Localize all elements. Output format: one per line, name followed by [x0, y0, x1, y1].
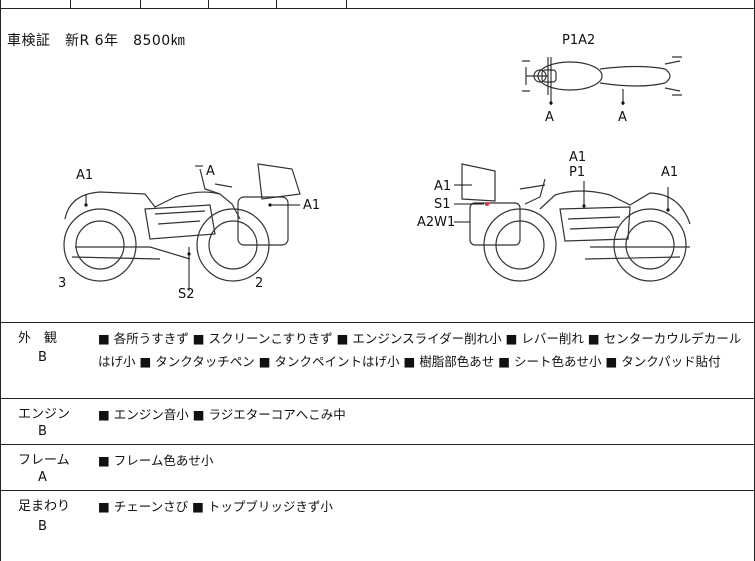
motorcycle-diagrams: P1A2 A A A1 A A1 3 S2 2 A1 P1 A1 A1 S1 A… — [58, 33, 691, 302]
mark-left-5: S2 — [178, 287, 195, 302]
mark-left-4: 3 — [58, 276, 66, 291]
row-heading: 外 観 — [18, 331, 58, 346]
damage-diagram: 車検証 新R 6年 8500㎞ — [0, 9, 755, 323]
row-suspension: 足まわり B ■ チェーンさび ■ トップブリッジきず小 — [0, 491, 755, 561]
mark-top-2: A — [545, 110, 554, 125]
row-notes: ■ チェーンさび ■ トップブリッジきず小 — [98, 499, 333, 514]
row-grade: A — [38, 470, 47, 485]
row-exterior: 外 観 B ■ 各所うすきず ■ スクリーンこすりきず ■ エンジンスライダー削… — [0, 323, 755, 399]
leader-lines — [85, 57, 669, 291]
mark-left-1: A1 — [76, 168, 93, 183]
row-heading: フレーム — [18, 453, 70, 468]
mark-right-6: A2W1 — [417, 215, 455, 230]
mark-top-1: P1A2 — [562, 33, 595, 48]
left-view-motorcycle — [63, 163, 301, 282]
strip-cell — [208, 0, 277, 8]
inspection-info: 車検証 新R 6年 8500㎞ — [7, 33, 186, 49]
row-engine: エンジン B ■ エンジン音小 ■ ラジエターコアへこみ中 — [0, 399, 755, 445]
mark-left-6: 2 — [255, 276, 263, 291]
mark-right-4: A1 — [434, 179, 451, 194]
row-notes: ■ 各所うすきず ■ スクリーンこすりきず ■ エンジンスライダー削れ小 ■ レ… — [98, 331, 742, 369]
row-frame: フレーム A ■ フレーム色あせ小 — [0, 445, 755, 491]
strip-cell — [276, 0, 347, 8]
mark-left-2: A — [206, 164, 215, 179]
mark-right-2: P1 — [569, 165, 585, 180]
strip-cell — [0, 0, 71, 8]
row-grade: B — [38, 519, 47, 534]
row-heading: エンジン — [18, 407, 71, 422]
right-view-motorcycle — [461, 163, 691, 282]
row-heading: 足まわり — [18, 499, 71, 514]
top-view-motorcycle — [522, 56, 682, 96]
top-table-strip — [0, 0, 755, 9]
damage-dots — [84, 101, 670, 256]
row-notes: ■ エンジン音小 ■ ラジエターコアへこみ中 — [98, 407, 346, 422]
mark-right-3: A1 — [661, 165, 678, 180]
strip-cell — [70, 0, 141, 8]
row-grade: B — [38, 424, 47, 439]
mark-top-3: A — [618, 110, 627, 125]
scratch-marker — [485, 202, 489, 206]
mark-left-3: A1 — [303, 198, 320, 213]
row-notes: ■ フレーム色あせ小 — [98, 453, 214, 468]
mark-right-1: A1 — [569, 150, 586, 165]
strip-cell — [140, 0, 209, 8]
row-grade: B — [38, 350, 47, 365]
mark-right-5: S1 — [434, 197, 451, 212]
